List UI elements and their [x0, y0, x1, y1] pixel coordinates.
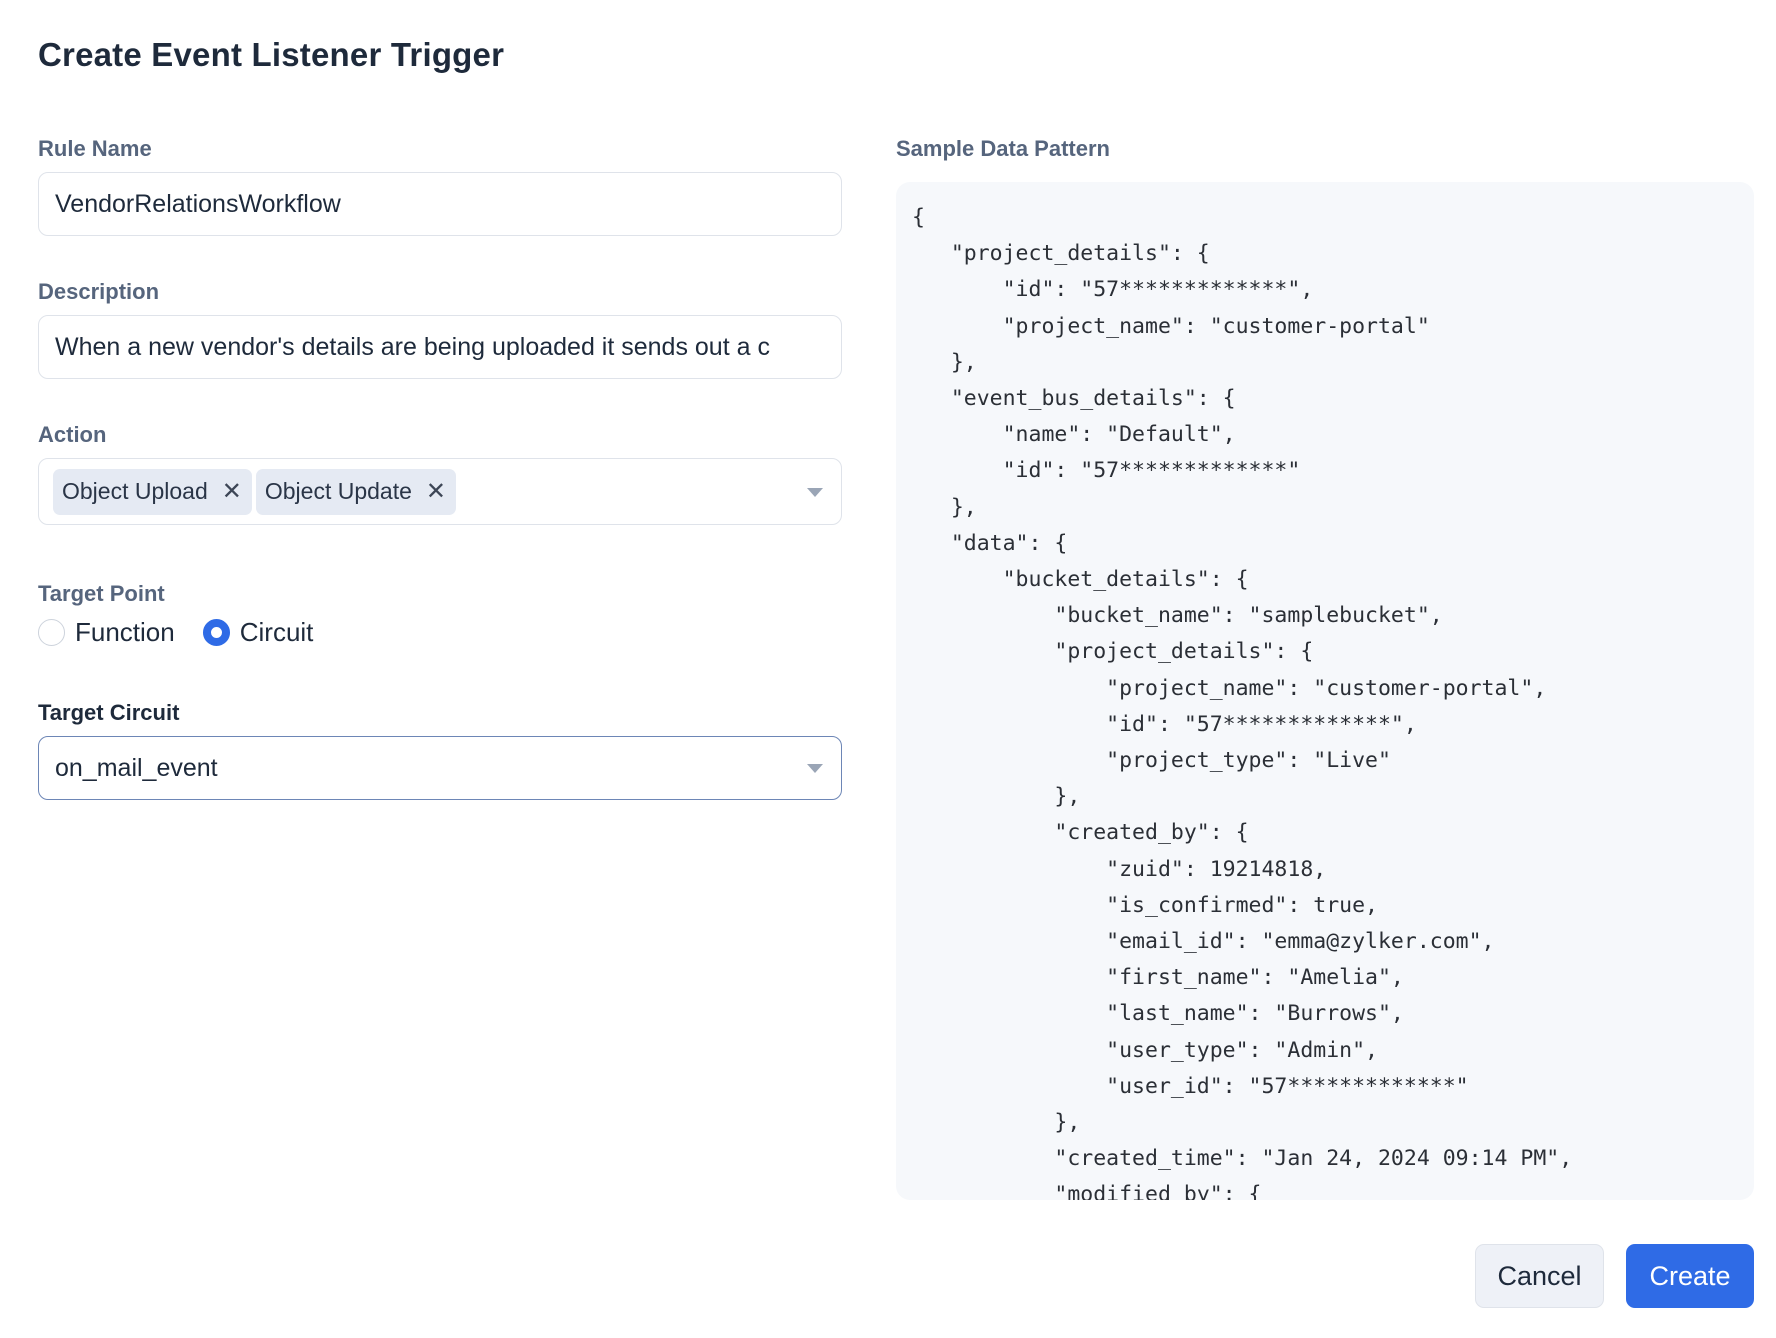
sample-code-box[interactable]: { "project_details": { "id": "57********… [896, 182, 1754, 1200]
target-point-group: Target Point Function Circuit [38, 581, 313, 648]
target-point-label: Target Point [38, 581, 165, 606]
radio-circuit-label: Circuit [239, 617, 314, 647]
radio-function-label: Function [75, 617, 175, 647]
action-chip-object-upload: Object Upload ✕ [53, 468, 252, 515]
cancel-button[interactable]: Cancel [1475, 1244, 1604, 1308]
chevron-down-icon[interactable] [807, 764, 823, 773]
target-circuit-value: on_mail_event [55, 753, 218, 782]
sample-panel: Sample Data Pattern { "project_details":… [896, 136, 1754, 1200]
chip-label: Object Upload [62, 478, 208, 504]
rule-name-label: Rule Name [38, 136, 152, 161]
radio-option-circuit[interactable]: Circuit [202, 617, 314, 648]
action-label: Action [38, 422, 107, 447]
description-value: When a new vendor's details are being up… [55, 332, 770, 361]
chevron-down-icon[interactable] [807, 487, 823, 497]
rule-name-value: VendorRelationsWorkflow [55, 189, 341, 218]
target-circuit-label: Target Circuit [38, 700, 180, 725]
sample-data-label: Sample Data Pattern [896, 136, 1110, 161]
description-group: Description When a new vendor's details … [38, 279, 842, 379]
rule-name-group: Rule Name VendorRelationsWorkflow [38, 136, 842, 236]
radio-function[interactable] [38, 619, 65, 646]
action-multiselect[interactable]: Object Upload ✕ Object Update ✕ [38, 458, 842, 525]
sample-code: { "project_details": { "id": "57********… [912, 205, 1573, 1200]
target-circuit-select[interactable]: on_mail_event [38, 736, 842, 800]
chip-label: Object Update [264, 478, 412, 504]
radio-option-function[interactable]: Function [38, 617, 175, 648]
remove-chip-icon[interactable]: ✕ [221, 477, 242, 505]
dialog-title: Create Event Listener Trigger [38, 36, 505, 73]
radio-circuit[interactable] [202, 619, 230, 646]
description-label: Description [38, 279, 160, 304]
rule-name-input[interactable]: VendorRelationsWorkflow [38, 172, 842, 236]
target-circuit-group: Target Circuit on_mail_event [38, 700, 842, 800]
action-group: Action Object Upload ✕ Object Update ✕ [38, 422, 842, 525]
create-button[interactable]: Create [1626, 1244, 1754, 1308]
action-chip-object-update: Object Update ✕ [255, 468, 456, 515]
target-point-radio-group: Function Circuit [38, 617, 313, 648]
description-input[interactable]: When a new vendor's details are being up… [38, 315, 842, 379]
remove-chip-icon[interactable]: ✕ [425, 477, 446, 505]
